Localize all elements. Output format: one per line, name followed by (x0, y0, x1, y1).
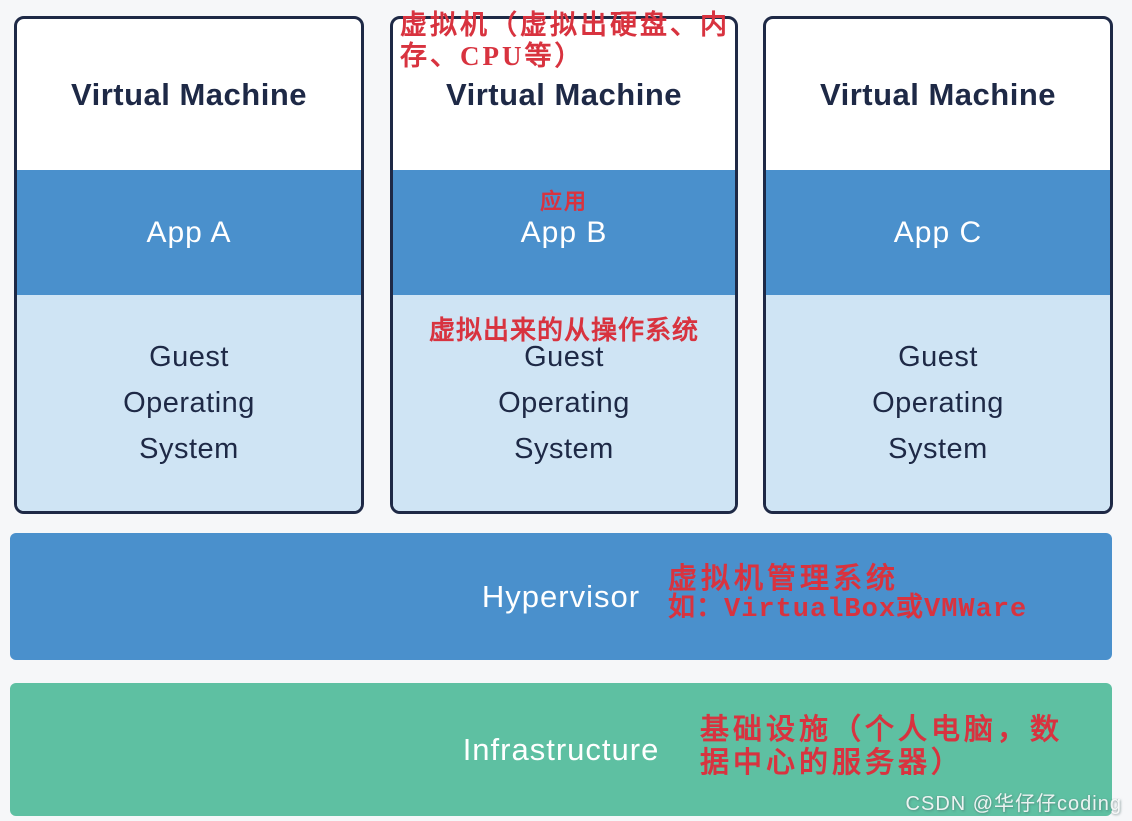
guest-os-line: System (514, 433, 614, 465)
guest-os-line: Guest (898, 341, 978, 373)
annotation-infrastructure: 基础设施（个人电脑，数据中心的服务器） (700, 714, 1064, 780)
guest-os-line: Guest (149, 341, 229, 373)
guest-os-line: System (888, 433, 988, 465)
app-a-bar: App A (17, 170, 361, 295)
annotation-hypervisor-line2: 如：VirtualBox或VMWare (668, 594, 1028, 625)
annotation-hypervisor-line1: 虚拟机管理系统 (668, 563, 900, 595)
infrastructure-label: Infrastructure (462, 731, 660, 767)
guest-os-line: Operating (123, 387, 255, 419)
vm-box-1: Virtual Machine App A Guest Operating Sy… (14, 16, 364, 514)
app-c-bar: App C (766, 170, 1110, 295)
guest-os-block: Guest Operating System (17, 295, 361, 511)
vm-box-3: Virtual Machine App C Guest Operating Sy… (763, 16, 1113, 514)
annotation-guest-os: 虚拟出来的从操作系统 (428, 316, 699, 345)
guest-os-line: Operating (498, 387, 630, 419)
guest-os-line: Operating (872, 387, 1004, 419)
app-b-bar: App B (393, 170, 735, 295)
guest-os-line: System (139, 433, 239, 465)
annotation-hypervisor: 虚拟机管理系统 如：VirtualBox或VMWare (668, 563, 1028, 626)
guest-os-line: Guest (524, 341, 604, 373)
hypervisor-bar: Hypervisor (10, 533, 1112, 660)
annotation-app: 应用 (539, 189, 588, 214)
guest-os-block: Guest Operating System (393, 295, 735, 511)
guest-os-block: Guest Operating System (766, 295, 1110, 511)
infrastructure-bar: Infrastructure (10, 683, 1112, 816)
hypervisor-label: Hypervisor (481, 578, 641, 614)
vm-title: Virtual Machine (70, 76, 308, 112)
csdn-watermark: CSDN @华仔仔coding (905, 793, 1122, 815)
vm-title: Virtual Machine (445, 76, 683, 112)
vm-box-2: Virtual Machine App B Guest Operating Sy… (390, 16, 738, 514)
vm-title: Virtual Machine (819, 76, 1057, 112)
annotation-vm-definition: 虚拟机（虚拟出硬盘、内存、CPU等） (400, 10, 730, 72)
